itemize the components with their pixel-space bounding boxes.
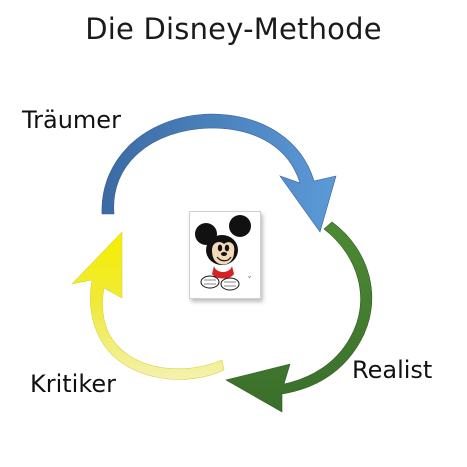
- arrow-realist-to-kritiker: [225, 221, 373, 413]
- mickey-mouse-icon: [195, 215, 252, 291]
- center-image-frame: [189, 211, 261, 299]
- role-label-kritiker: Kritiker: [30, 370, 117, 398]
- arrow-kritiker-to-traeumer: [71, 231, 225, 380]
- page-title: Die Disney-Methode: [85, 12, 382, 46]
- role-label-traeumer: Träumer: [22, 106, 121, 134]
- role-label-realist: Realist: [352, 356, 433, 384]
